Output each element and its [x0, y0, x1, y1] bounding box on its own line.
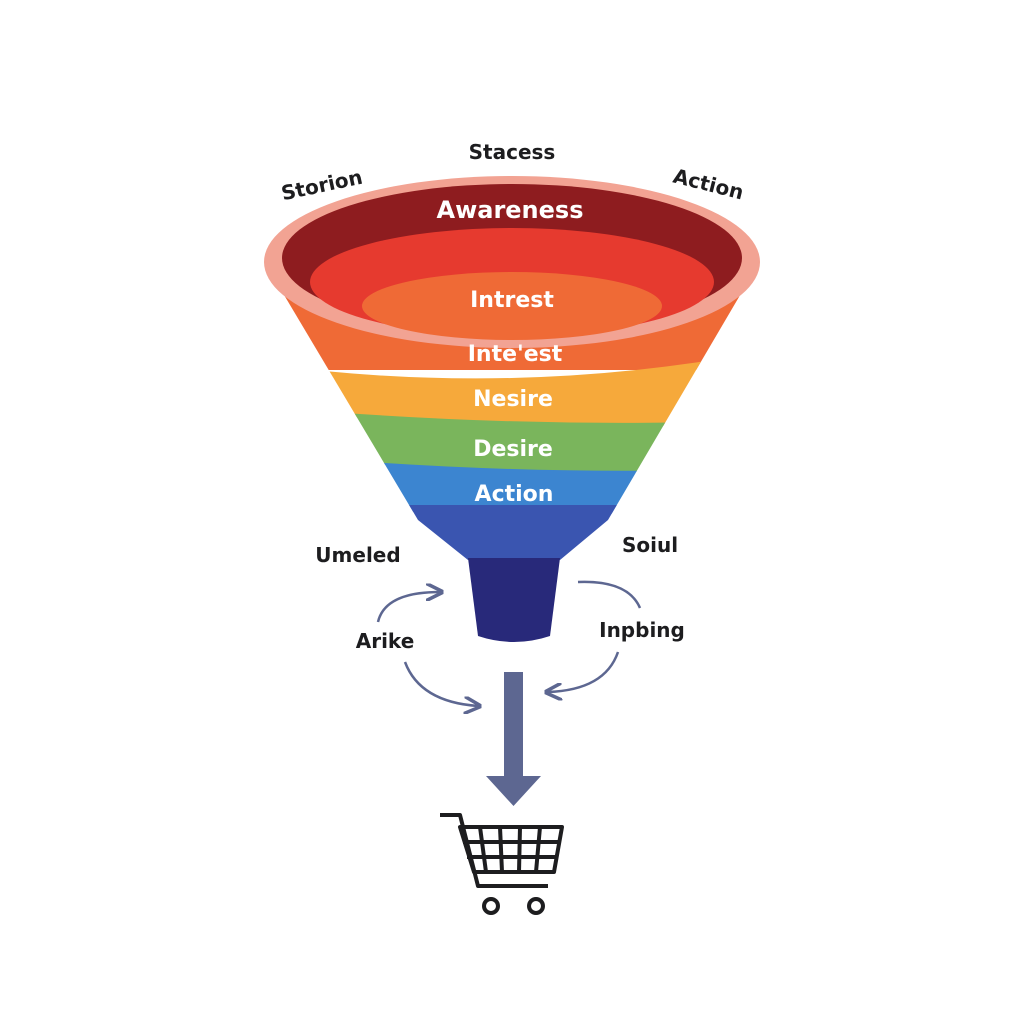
- stage-label-inte-est: Inte'est: [468, 342, 563, 367]
- side-label-soiul: Soiul: [622, 533, 678, 557]
- stage-label-intrest: Intrest: [470, 288, 554, 313]
- funnel-spout: [468, 558, 560, 642]
- top-label-right: Action: [671, 164, 746, 205]
- side-label-umeled: Umeled: [315, 543, 400, 567]
- stage-label-nesire: Nesire: [473, 387, 553, 412]
- stage-label-awareness: Awareness: [437, 196, 584, 224]
- curved-arrow-icon: [403, 661, 478, 706]
- band-green: [268, 405, 756, 473]
- band-yellow: [268, 350, 756, 426]
- stage-label-action: Action: [475, 482, 554, 507]
- stage-label-desire: Desire: [473, 437, 553, 462]
- side-label-inpbing: Inpbing: [599, 618, 685, 642]
- side-label-arike: Arike: [356, 629, 415, 653]
- funnel-inner-orange: [362, 272, 662, 340]
- down-arrow-icon: [486, 672, 541, 806]
- curved-arrow-icon: [376, 592, 440, 623]
- shopping-cart-icon: [440, 813, 564, 915]
- top-label-center: Stacess: [469, 140, 556, 164]
- curved-arrow-icon: [548, 651, 620, 692]
- curved-arrow-icon: [577, 580, 642, 609]
